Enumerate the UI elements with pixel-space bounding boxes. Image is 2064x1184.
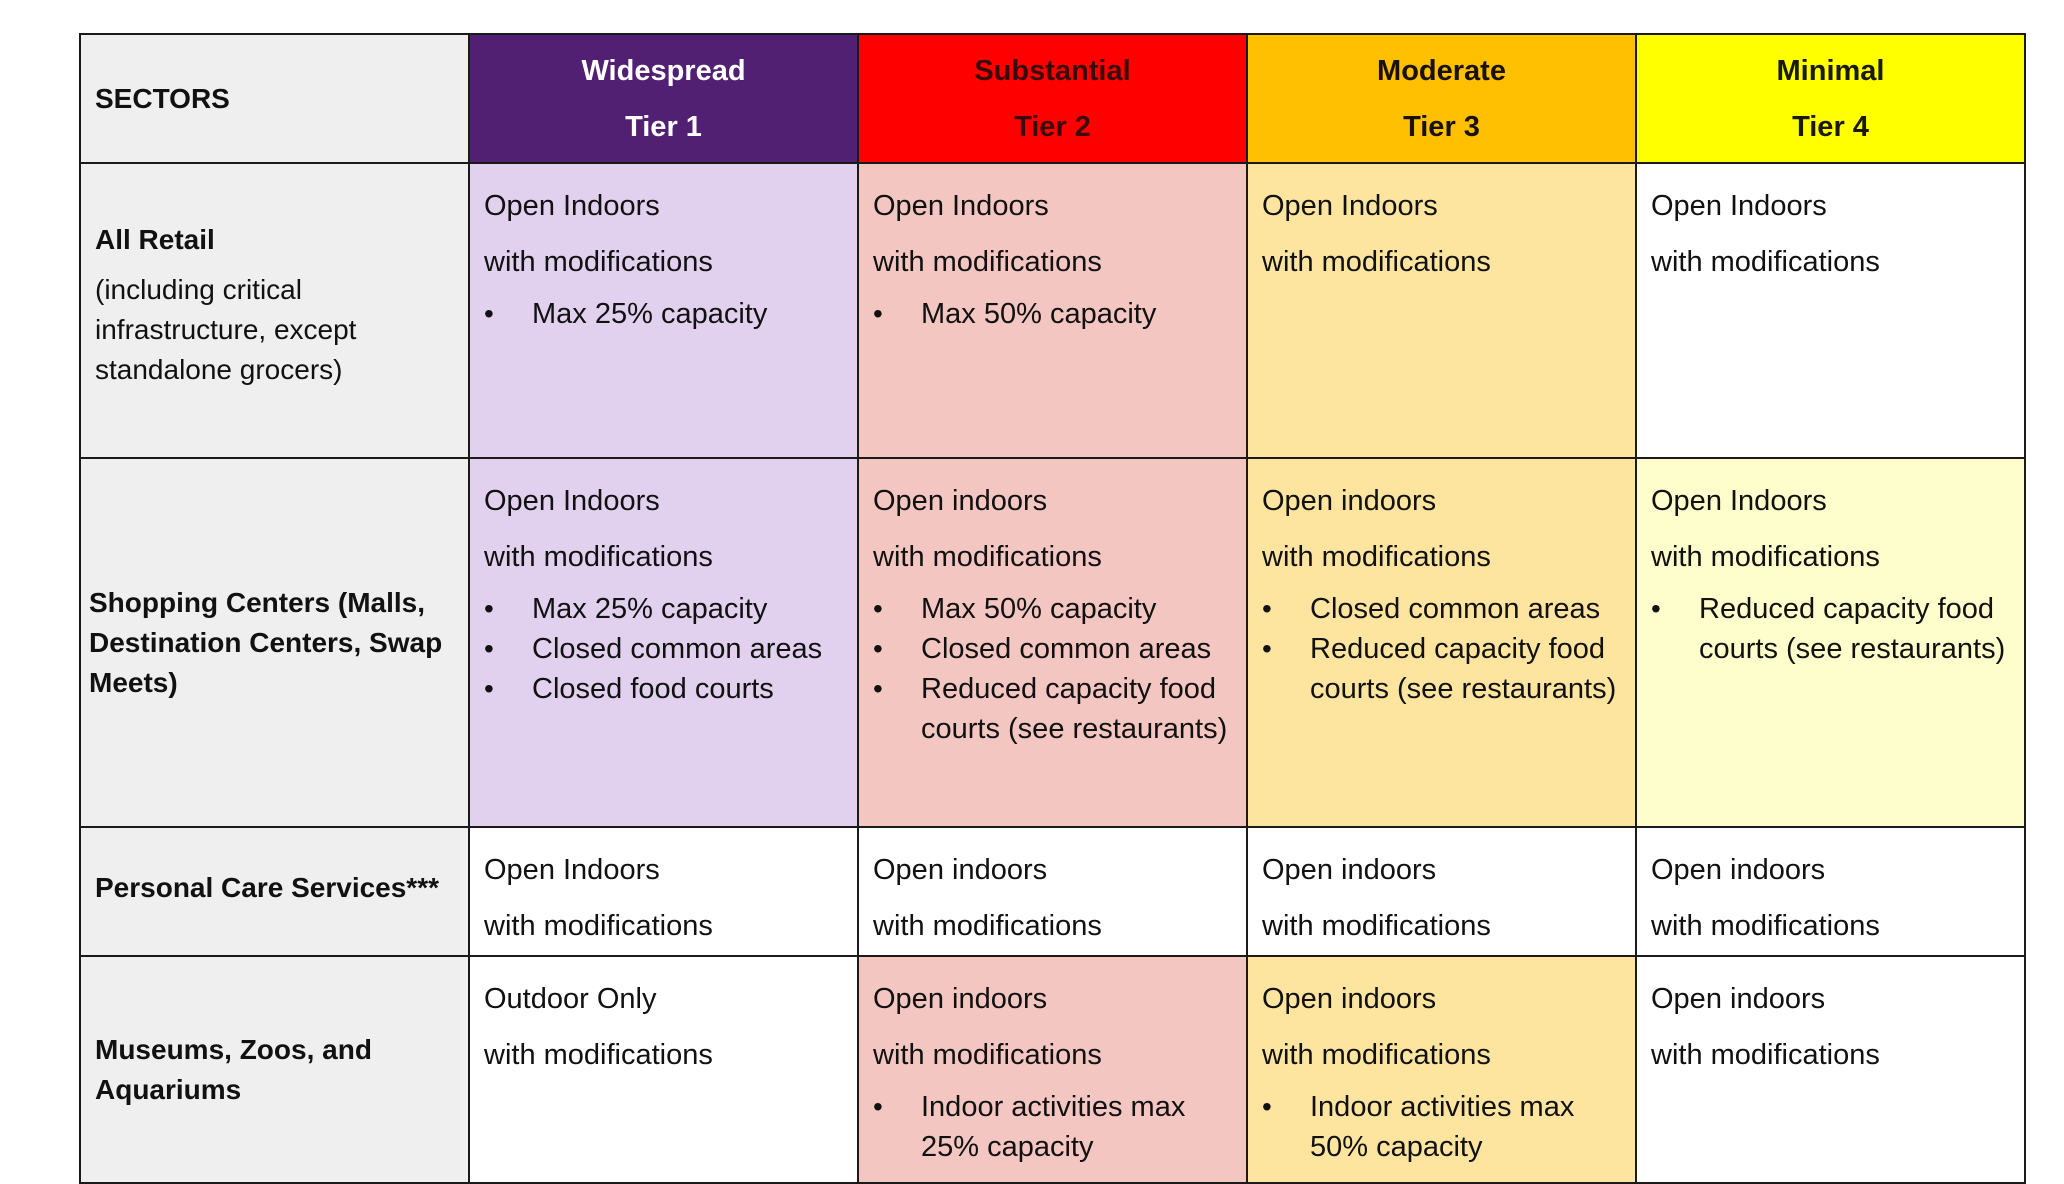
tier-4-header: Minimal Tier 4: [1635, 33, 2026, 164]
sector-cell-personal-care: Personal Care Services***: [79, 826, 470, 957]
header-row: SECTORS Widespread Tier 1 Substantial Ti…: [79, 33, 2026, 164]
tier-cell: Open indoors with modifications Max 50% …: [857, 457, 1248, 828]
tier-3-label: Tier 3: [1403, 110, 1480, 143]
tier-1-header: Widespread Tier 1: [468, 33, 859, 164]
cell-status: Open Indoors: [484, 190, 660, 222]
sector-name: Museums, Zoos, and Aquariums: [95, 1033, 372, 1105]
bullet-list: Indoor activities max 25% capacity: [873, 1087, 1232, 1167]
bullet-item: Indoor activities max 50% capacity: [1262, 1087, 1621, 1167]
bullet-item: Reduced capacity food courts (see restau…: [1262, 629, 1621, 709]
tier-cell: Open indoors with modifications: [857, 826, 1248, 957]
tier-2-label: Tier 2: [1014, 110, 1091, 143]
cell-qualifier: with modifications: [484, 1039, 713, 1071]
bullet-list: Max 25% capacity Closed common areas Clo…: [484, 589, 843, 709]
tier-cell: Open indoors with modifications Indoor a…: [857, 955, 1248, 1184]
tier-cell: Outdoor Only with modifications: [468, 955, 859, 1184]
cell-status: Open indoors: [873, 854, 1048, 886]
cell-qualifier: with modifications: [484, 541, 713, 573]
bullet-list: Indoor activities max 50% capacity: [1262, 1087, 1621, 1167]
tier-1-name: Widespread: [581, 54, 746, 87]
cell-status: Open Indoors: [1651, 190, 1827, 222]
tier-cell: Open indoors with modifications Indoor a…: [1246, 955, 1637, 1184]
tier-cell: Open Indoors with modifications Reduced …: [1635, 457, 2026, 828]
bullet-list: Reduced capacity food courts (see restau…: [1651, 589, 2010, 669]
cell-qualifier: with modifications: [484, 910, 713, 942]
bullet-item: Closed food courts: [484, 669, 843, 709]
sector-cell-shopping-centers: Shopping Centers (Malls, Destination Cen…: [79, 457, 470, 828]
tier-cell: Open Indoors with modifications Max 25% …: [468, 457, 859, 828]
tier-cell: Open Indoors with modifications Max 25% …: [468, 162, 859, 459]
tier-cell: Open indoors with modifications: [1635, 955, 2026, 1184]
reopening-tier-table: SECTORS Widespread Tier 1 Substantial Ti…: [79, 33, 2026, 1184]
tier-cell: Open Indoors with modifications Max 50% …: [857, 162, 1248, 459]
tier-3-name: Moderate: [1377, 54, 1506, 87]
sector-cell-museums: Museums, Zoos, and Aquariums: [79, 955, 470, 1184]
cell-qualifier: with modifications: [873, 910, 1102, 942]
cell-qualifier: with modifications: [1262, 1039, 1491, 1071]
bullet-item: Max 50% capacity: [873, 294, 1232, 334]
cell-qualifier: with modifications: [1651, 910, 1880, 942]
sector-name: All Retail: [95, 224, 215, 255]
bullet-list: Max 50% capacity: [873, 294, 1232, 334]
tier-cell: Open Indoors with modifications: [1246, 162, 1637, 459]
bullet-list: Max 50% capacity Closed common areas Red…: [873, 589, 1232, 749]
cell-status: Open indoors: [1651, 983, 1826, 1015]
cell-qualifier: with modifications: [1651, 541, 1880, 573]
bullet-item: Closed common areas: [873, 629, 1232, 669]
bullet-item: Max 25% capacity: [484, 589, 843, 629]
cell-status: Open Indoors: [1651, 485, 1827, 517]
cell-qualifier: with modifications: [1262, 246, 1491, 278]
table-row: Shopping Centers (Malls, Destination Cen…: [79, 457, 2026, 828]
tier-4-label: Tier 4: [1792, 110, 1869, 143]
tier-cell: Open indoors with modifications: [1246, 826, 1637, 957]
sector-name: Shopping Centers (Malls, Destination Cen…: [89, 586, 443, 698]
cell-status: Open Indoors: [873, 190, 1049, 222]
cell-status: Open indoors: [873, 485, 1048, 517]
cell-qualifier: with modifications: [873, 246, 1102, 278]
cell-status: Outdoor Only: [484, 983, 657, 1015]
cell-status: Open indoors: [1262, 854, 1437, 886]
bullet-item: Reduced capacity food courts (see restau…: [1651, 589, 2010, 669]
bullet-item: Max 25% capacity: [484, 294, 843, 334]
tier-cell: Open Indoors with modifications: [468, 826, 859, 957]
sector-name: Personal Care Services***: [95, 872, 439, 903]
cell-qualifier: with modifications: [1651, 246, 1880, 278]
cell-status: Open Indoors: [484, 854, 660, 886]
cell-qualifier: with modifications: [1262, 541, 1491, 573]
bullet-item: Indoor activities max 25% capacity: [873, 1087, 1232, 1167]
table-row: Personal Care Services*** Open Indoors w…: [79, 826, 2026, 957]
table-row: Museums, Zoos, and Aquariums Outdoor Onl…: [79, 955, 2026, 1184]
tier-3-header: Moderate Tier 3: [1246, 33, 1637, 164]
cell-status: Open indoors: [873, 983, 1048, 1015]
sector-note: (including critical infrastructure, exce…: [95, 274, 357, 385]
cell-status: Open indoors: [1651, 854, 1826, 886]
cell-status: Open indoors: [1262, 983, 1437, 1015]
bullet-list: Closed common areas Reduced capacity foo…: [1262, 589, 1621, 709]
cell-qualifier: with modifications: [873, 1039, 1102, 1071]
bullet-item: Closed common areas: [484, 629, 843, 669]
sectors-label: SECTORS: [95, 82, 230, 114]
tier-4-name: Minimal: [1776, 54, 1885, 87]
cell-status: Open Indoors: [1262, 190, 1438, 222]
tier-1-label: Tier 1: [625, 110, 702, 143]
cell-qualifier: with modifications: [1651, 1039, 1880, 1071]
cell-status: Open indoors: [1262, 485, 1437, 517]
bullet-item: Closed common areas: [1262, 589, 1621, 629]
sector-cell-all-retail: All Retail (including critical infrastru…: [79, 162, 470, 459]
cell-qualifier: with modifications: [1262, 910, 1491, 942]
cell-qualifier: with modifications: [873, 541, 1102, 573]
table-row: All Retail (including critical infrastru…: [79, 162, 2026, 459]
tier-cell: Open indoors with modifications: [1635, 826, 2026, 957]
cell-qualifier: with modifications: [484, 246, 713, 278]
tier-cell: Open Indoors with modifications: [1635, 162, 2026, 459]
bullet-list: Max 25% capacity: [484, 294, 843, 334]
cell-status: Open Indoors: [484, 485, 660, 517]
bullet-item: Reduced capacity food courts (see restau…: [873, 669, 1232, 749]
tier-2-name: Substantial: [974, 54, 1131, 87]
tier-cell: Open indoors with modifications Closed c…: [1246, 457, 1637, 828]
bullet-item: Max 50% capacity: [873, 589, 1232, 629]
sectors-header: SECTORS: [79, 33, 470, 164]
tier-2-header: Substantial Tier 2: [857, 33, 1248, 164]
